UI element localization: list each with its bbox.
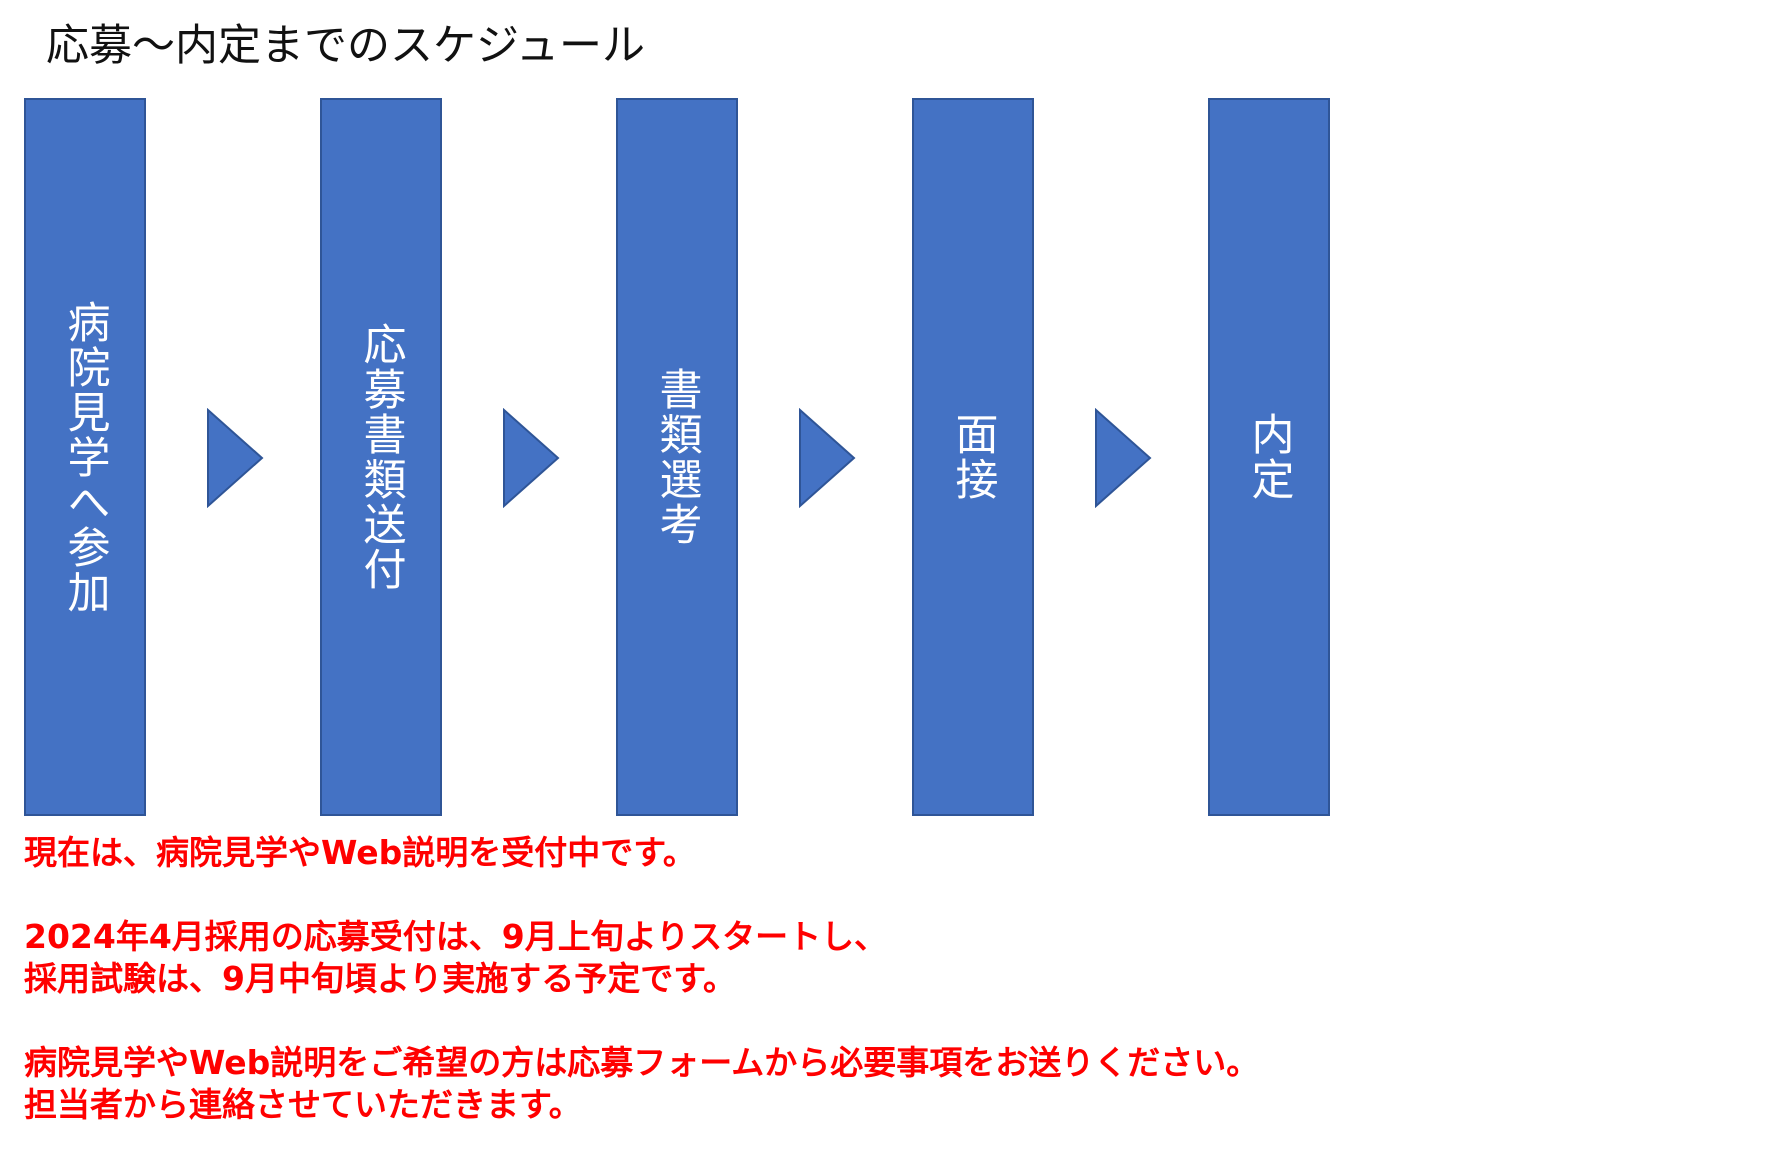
step-label-1: 病院見学へ参加 [60, 299, 110, 615]
step-box-3: 書類選考 [616, 98, 738, 816]
step-label-5: 内定 [1244, 412, 1294, 502]
notice-line-5: 担当者から連絡させていただきます。 [24, 1085, 582, 1124]
triangle-right-icon [1095, 408, 1152, 508]
triangle-right-icon [799, 408, 856, 508]
notice-spacer [24, 1000, 1724, 1042]
step-box-5: 内定 [1208, 98, 1330, 816]
notice-line-1: 現在は、病院見学やWeb説明を受付中です。 [24, 833, 696, 872]
step-box-2: 応募書類送付 [320, 98, 442, 816]
page-title: 応募～内定までのスケジュール [46, 21, 645, 71]
notice-line-4: 病院見学やWeb説明をご希望の方は応募フォームから必要事項をお送りください。 [24, 1043, 1260, 1082]
schedule-flow: 病院見学へ参加 応募書類送付 書類選考 面接 内定 [24, 98, 1344, 818]
step-label-3: 書類選考 [652, 367, 702, 547]
step-box-1: 病院見学へ参加 [24, 98, 146, 816]
notice-spacer [24, 874, 1724, 916]
triangle-right-icon [207, 408, 264, 508]
notice-line-3: 採用試験は、9月中旬頃より実施する予定です。 [24, 959, 737, 998]
step-label-4: 面接 [948, 412, 998, 502]
triangle-right-icon [503, 408, 560, 508]
notice-line-2: 2024年4月採用の応募受付は、9月上旬よりスタートし、 [24, 917, 888, 956]
step-label-2: 応募書類送付 [356, 322, 406, 592]
notice-text-block: 現在は、病院見学やWeb説明を受付中です。 2024年4月採用の応募受付は、9月… [24, 832, 1724, 1126]
step-box-4: 面接 [912, 98, 1034, 816]
